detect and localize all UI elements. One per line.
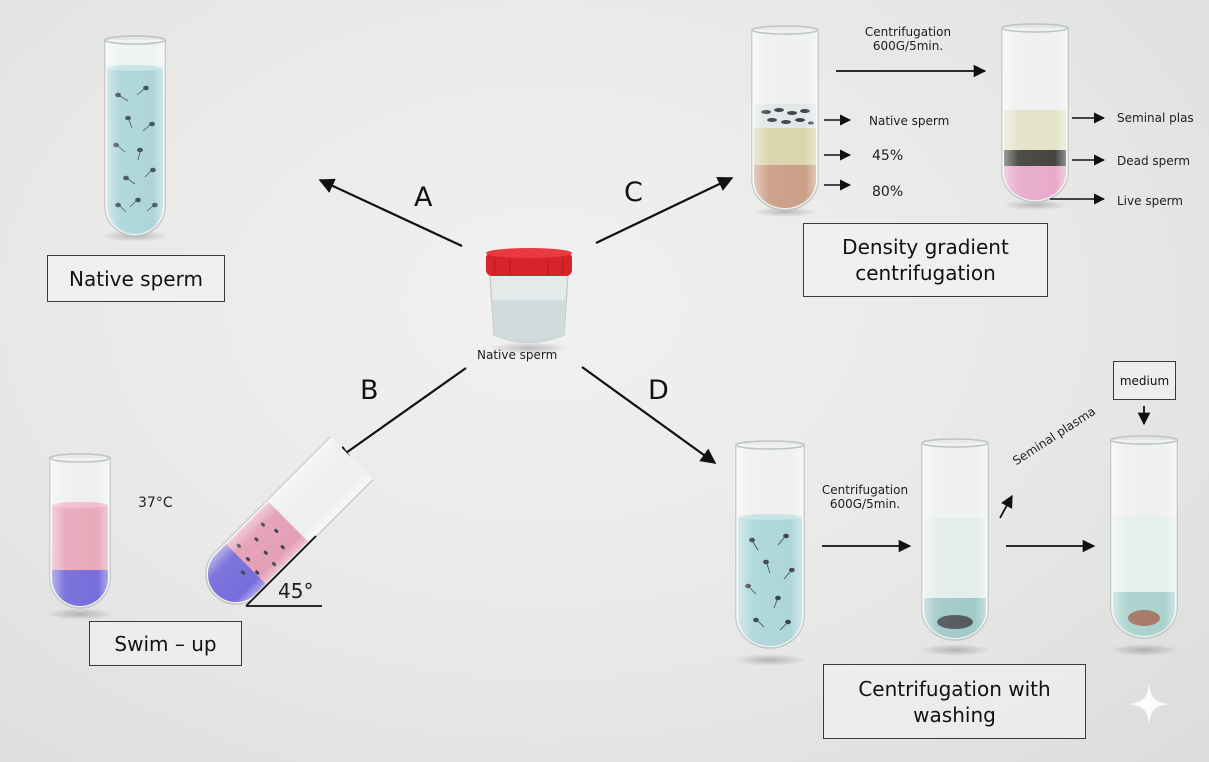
arrow-d — [581, 366, 717, 464]
arrow-a — [318, 178, 463, 247]
arrow-c — [595, 177, 734, 244]
tube-gradient-after — [1001, 23, 1069, 210]
caption-native-text: Native sperm — [69, 266, 203, 291]
layer-label-80: 80% — [872, 184, 904, 200]
sparkle-icon — [1127, 682, 1171, 726]
layer-label-native: Native sperm — [869, 114, 950, 128]
layer-label-live: Live sperm — [1117, 194, 1183, 208]
layer-label-dead: Dead sperm — [1117, 154, 1191, 168]
cup-lid — [486, 252, 572, 276]
step-centrifugation-c: Centrifugation 600G/5min. — [864, 25, 952, 54]
angle-label: 45° — [278, 579, 314, 603]
medium-text: medium — [1119, 373, 1170, 388]
specimen-cup — [486, 248, 572, 354]
caption-box-density: Density gradient centrifugation — [803, 223, 1048, 297]
arrow-b — [334, 367, 467, 461]
temperature-label: 37°C — [138, 495, 173, 511]
angle-indicator — [245, 535, 322, 607]
tube-swim-up-tilted — [205, 436, 374, 605]
label-letter-b: B — [360, 375, 379, 406]
caption-wash-text: Centrifugation with washing — [858, 676, 1051, 727]
step-centrifugation-d: Centrifugation 600G/5min. — [821, 483, 909, 512]
caption-density-text: Density gradient centrifugation — [842, 235, 1009, 285]
tube-wash-after — [1109, 435, 1179, 656]
tube-gradient-before — [751, 25, 819, 217]
tube-wash-middle — [920, 438, 990, 656]
arrow-plasma-removed — [999, 494, 1013, 519]
layer-label-plasma: Seminal plas — [1117, 111, 1194, 125]
label-letter-a: A — [414, 182, 433, 213]
layer-label-45: 45% — [872, 148, 904, 164]
caption-box-wash: Centrifugation with washing — [823, 664, 1086, 739]
label-letter-c: C — [624, 177, 643, 208]
tube-swim-up-upright — [46, 453, 114, 620]
tube-native-sperm — [101, 35, 169, 242]
caption-box-swim-up: Swim – up — [89, 621, 242, 666]
cup-caption: Native sperm — [477, 348, 558, 362]
caption-swim-up-text: Swim – up — [114, 631, 217, 656]
caption-box-native: Native sperm — [47, 255, 225, 302]
tube-wash-before — [734, 440, 806, 666]
label-letter-d: D — [648, 375, 669, 406]
medium-box: medium — [1113, 361, 1176, 400]
